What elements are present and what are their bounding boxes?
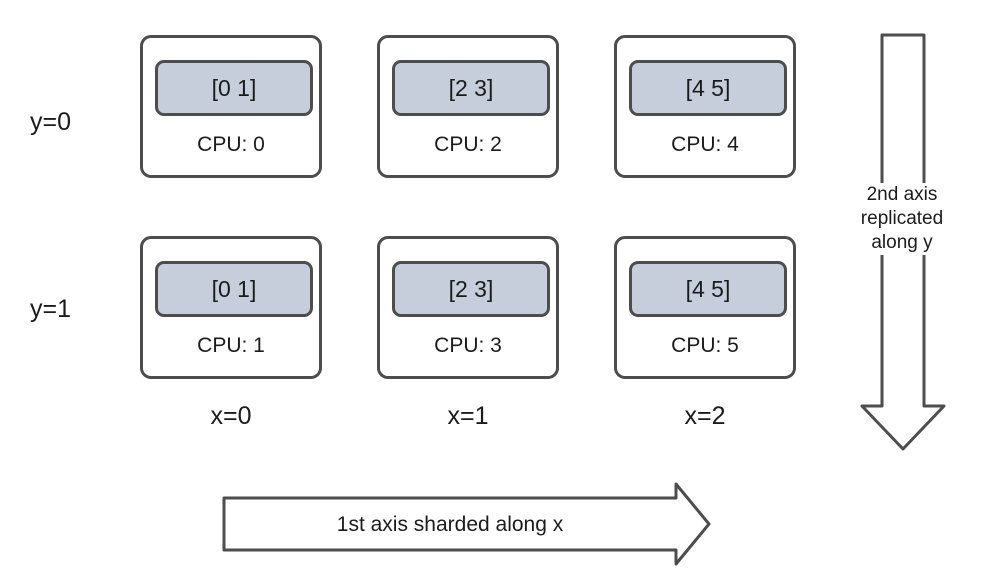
cpu-label: CPU: 3: [434, 334, 502, 357]
device-card-cpu-4[interactable]: [4 5] CPU: 4: [614, 35, 796, 178]
cpu-label: CPU: 4: [671, 133, 739, 156]
cpu-label: CPU: 1: [197, 334, 265, 357]
col-label-x1: x=1: [447, 402, 489, 430]
shard-chip: [4 5]: [629, 261, 787, 317]
col-label-x0: x=0: [210, 402, 252, 430]
device-card-cpu-2[interactable]: [2 3] CPU: 2: [377, 35, 559, 178]
device-card-cpu-1[interactable]: [0 1] CPU: 1: [140, 236, 322, 379]
shard-label: [0 1]: [211, 275, 257, 302]
shard-label: [2 3]: [448, 275, 494, 302]
shard-label: [2 3]: [448, 74, 494, 101]
row-label-y1: y=1: [30, 295, 72, 323]
cpu-label: CPU: 2: [434, 133, 502, 156]
horizontal-arrow-caption: 1st axis sharded along x: [336, 513, 564, 536]
cpu-label: CPU: 0: [197, 133, 265, 156]
device-card-cpu-3[interactable]: [2 3] CPU: 3: [377, 236, 559, 379]
col-label-x2: x=2: [684, 402, 726, 430]
vertical-arrow-caption-line-1: 2nd axis: [838, 183, 966, 207]
shard-chip: [0 1]: [155, 261, 313, 317]
horizontal-right-arrow-icon: [222, 482, 711, 566]
shard-label: [4 5]: [685, 74, 731, 101]
cpu-label: CPU: 5: [671, 334, 739, 357]
vertical-arrow-caption-line-2: replicated: [838, 207, 966, 231]
shard-label: [4 5]: [685, 275, 731, 302]
shard-chip: [2 3]: [392, 60, 550, 116]
row-label-y0: y=0: [30, 108, 72, 136]
shard-label: [0 1]: [211, 74, 257, 101]
shard-chip: [2 3]: [392, 261, 550, 317]
shard-chip: [4 5]: [629, 60, 787, 116]
device-card-cpu-5[interactable]: [4 5] CPU: 5: [614, 236, 796, 379]
vertical-arrow-caption-line-3: along y: [838, 231, 966, 255]
vertical-arrow-caption: 2nd axis replicated along y: [838, 183, 966, 255]
device-card-cpu-0[interactable]: [0 1] CPU: 0: [140, 35, 322, 178]
shard-chip: [0 1]: [155, 60, 313, 116]
